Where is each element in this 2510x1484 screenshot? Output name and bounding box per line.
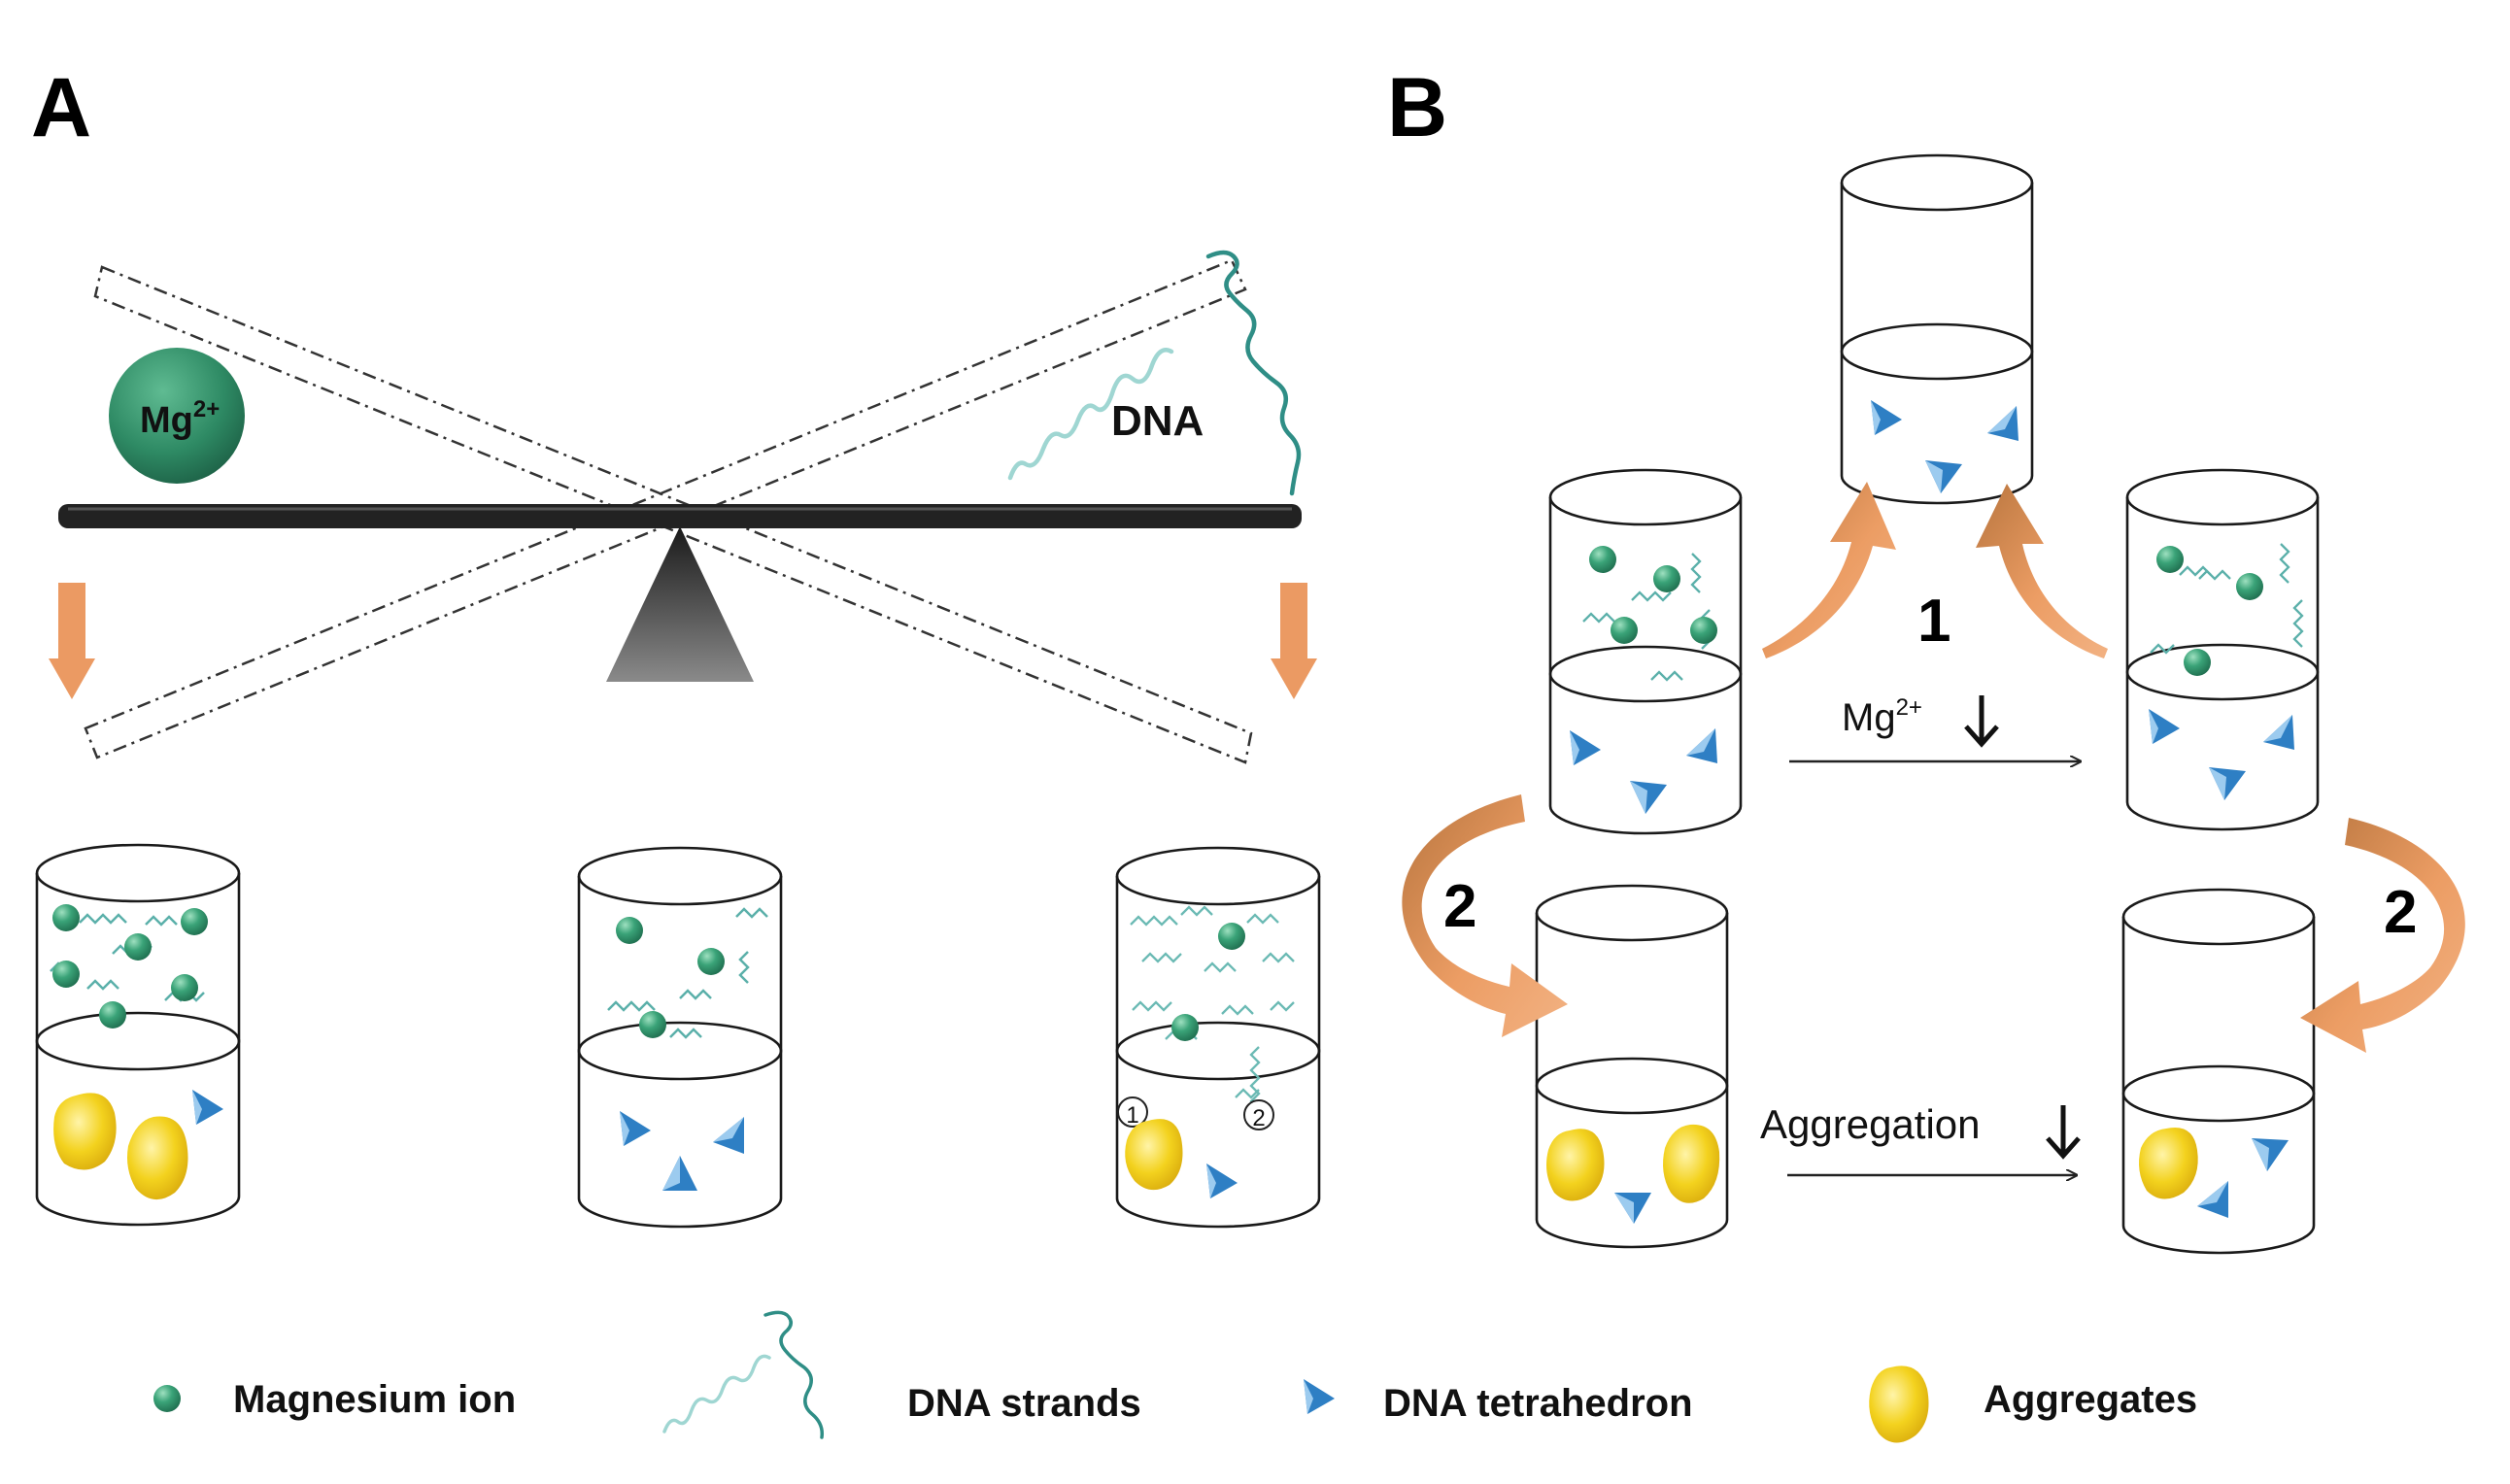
dna-label: DNA	[1111, 397, 1204, 445]
magnesium-ion	[1218, 923, 1245, 950]
step-2-right-label: 2	[2384, 879, 2417, 946]
dna-tetrahedron	[1630, 781, 1667, 814]
beaker-b-middle-right	[2125, 468, 2320, 831]
magnesium-ion	[1611, 617, 1638, 644]
dna-tetrahedron	[620, 1111, 651, 1146]
curved-arrow-step1-right	[1976, 484, 2108, 658]
magnesium-ion	[2236, 573, 2263, 600]
magnesium-ion	[52, 961, 80, 988]
magnesium-ion-label: Mg2+	[140, 396, 220, 441]
magnesium-ion	[2156, 546, 2184, 573]
step-1-label: 1	[1917, 588, 1950, 655]
legend-magnesium-ion-label: Magnesium ion	[233, 1378, 516, 1421]
dna-tetrahedron	[192, 1090, 223, 1125]
mg-down-arrow-head	[1964, 725, 1999, 748]
curved-arrow-step2-right	[2300, 818, 2465, 1053]
aggregate	[1663, 1124, 1720, 1203]
dna-tetrahedron	[1987, 406, 2018, 441]
dna-strands-in-beaker	[2150, 543, 2304, 655]
circled-number-1	[1117, 1096, 1148, 1128]
aggregation-label: Aggregation	[1760, 1101, 1981, 1147]
magnesium-ion	[1690, 617, 1717, 644]
circled-number-1-label: 1	[1126, 1102, 1138, 1129]
dna-tetrahedron	[1686, 728, 1717, 763]
curved-arrow-step1-left	[1762, 482, 1896, 658]
magnesium-ion	[2184, 649, 2211, 676]
dna-tetrahedron	[713, 1117, 744, 1154]
mg-arrow-label: Mg2+	[1842, 694, 1922, 739]
down-arrow-right-head	[1271, 658, 1317, 699]
beaker-b-middle-left	[1548, 468, 1743, 835]
dna-tetrahedron	[662, 1156, 697, 1191]
dna-strand-long	[1205, 250, 1302, 496]
magnesium-ion	[697, 948, 725, 975]
legend: Magnesium ion DNA strands DNA tetrahedro…	[153, 1310, 2197, 1443]
down-arrow-left-head	[49, 658, 95, 699]
dna-strands-in-beaker	[1130, 905, 1295, 1110]
circled-number-2-label: 2	[1252, 1105, 1265, 1131]
tilted-beam-outline-left-up	[93, 265, 1253, 764]
curved-arrow-step2-left	[1402, 794, 1568, 1037]
dna-tetrahedron	[1206, 1164, 1238, 1198]
legend-dna-strands-swatch	[662, 1310, 825, 1439]
aggregate	[1546, 1129, 1605, 1201]
beaker-b-bottom-left	[1535, 884, 1729, 1249]
aggregate	[1125, 1119, 1183, 1191]
dna-strand-short	[1007, 348, 1174, 481]
step-2-left-label: 2	[1443, 873, 1476, 940]
aggregation-down-arrow-head	[2046, 1136, 2081, 1160]
down-arrow-right	[1280, 583, 1307, 660]
aggregate	[127, 1116, 188, 1200]
legend-dna-strands-label: DNA strands	[907, 1382, 1141, 1425]
beaker-b-bottom-right	[2121, 888, 2316, 1255]
dna-tetrahedron	[2209, 767, 2246, 800]
beaker-a-left	[35, 843, 241, 1227]
dna-tetrahedron	[1570, 730, 1601, 765]
fulcrum	[606, 526, 754, 682]
beaker-b-top	[1840, 153, 2034, 505]
tilted-beam-outline-right-up	[84, 258, 1247, 759]
magnesium-ion	[99, 1001, 126, 1029]
circled-number-2	[1243, 1099, 1274, 1130]
magnesium-ion	[52, 904, 80, 931]
dna-tetrahedron	[1871, 400, 1902, 435]
magnesium-ion-large	[109, 348, 245, 484]
aggregate	[53, 1093, 117, 1170]
magnesium-ion	[1653, 565, 1680, 592]
dna-strands-large	[1007, 250, 1302, 496]
legend-dna-tetrahedron-swatch	[1304, 1379, 1335, 1414]
aggregate	[2139, 1127, 2198, 1199]
dna-tetrahedron	[1925, 460, 1962, 493]
magnesium-ion	[616, 917, 643, 944]
legend-magnesium-ion-swatch	[153, 1385, 181, 1412]
magnesium-ion	[171, 974, 198, 1001]
panel-b-label: B	[1387, 61, 1447, 154]
dna-strands-in-beaker	[607, 907, 768, 1039]
legend-aggregates-swatch	[1869, 1366, 1929, 1443]
dna-strand-bound	[1235, 1088, 1260, 1099]
dna-tetrahedron	[2252, 1138, 2289, 1171]
dna-tetrahedron	[2149, 709, 2180, 744]
balance-scale	[49, 258, 1317, 764]
magnesium-ion	[124, 933, 152, 961]
legend-dna-tetrahedron-label: DNA tetrahedron	[1383, 1382, 1693, 1425]
panel-a-label: A	[31, 61, 91, 154]
magnesium-ion	[1589, 546, 1616, 573]
magnesium-ion	[181, 908, 208, 935]
beaker-a-right: 1 2	[1115, 846, 1321, 1229]
magnesium-ion	[639, 1011, 666, 1038]
legend-aggregates-label: Aggregates	[1984, 1378, 2197, 1421]
beaker-a-middle	[577, 846, 783, 1229]
magnesium-ion	[1171, 1014, 1199, 1041]
dna-tetrahedron	[1614, 1193, 1651, 1224]
dna-tetrahedron	[2263, 715, 2294, 750]
dna-tetrahedron	[2197, 1181, 2228, 1218]
down-arrow-left	[58, 583, 85, 660]
